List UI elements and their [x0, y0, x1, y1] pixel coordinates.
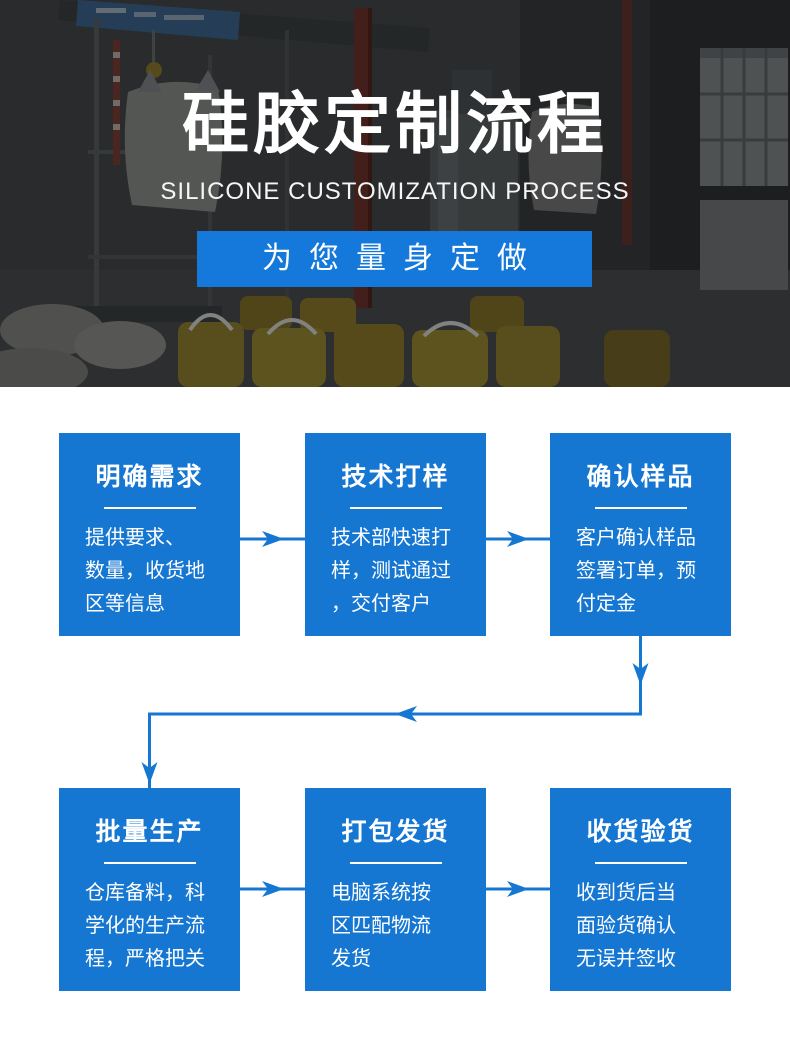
- step-body: 提供要求、 数量，收货地 区等信息: [85, 527, 205, 615]
- step-title: 收货验货: [586, 818, 695, 846]
- arrow-left-icon: [395, 706, 417, 722]
- arrow-right-icon: [507, 531, 529, 547]
- arrow-right-icon: [262, 531, 284, 547]
- step-body: 客户确认样品 签署订单，预 付定金: [576, 527, 696, 615]
- arrow-right-icon: [262, 881, 284, 897]
- tagline-banner: 为您量身定做: [197, 231, 592, 287]
- step-body: 仓库备料，科 学化的生产流 程，严格把关: [85, 882, 205, 970]
- step-body: 电脑系统按 区匹配物流 发货: [331, 882, 431, 970]
- step-title: 批量生产: [95, 818, 204, 846]
- step-divider: [349, 862, 442, 864]
- step-divider: [594, 862, 687, 864]
- flow-step-6: 收货验货 收到货后当 面验货确认 无误并签收: [550, 788, 731, 991]
- page-title: 硅胶定制流程: [182, 87, 608, 162]
- step-title: 技术打样: [341, 463, 450, 491]
- step-divider: [594, 507, 687, 509]
- arrow-down-icon: [632, 663, 649, 685]
- factory-photo: [0, 0, 790, 387]
- arrow-down-icon: [141, 762, 158, 784]
- flow-connectors: [141, 531, 649, 897]
- step-title: 确认样品: [586, 463, 695, 491]
- flow-step-3: 确认样品 客户确认样品 签署订单，预 付定金: [550, 433, 731, 636]
- step-body: 收到货后当 面验货确认 无误并签收: [576, 882, 676, 970]
- flow-step-2: 技术打样 技术部快速打 样，测试通过 ，交付客户: [305, 433, 486, 636]
- step-divider: [349, 507, 442, 509]
- step-body: 技术部快速打 样，测试通过 ，交付客户: [331, 527, 451, 615]
- step-title: 明确需求: [95, 463, 204, 491]
- hero-banner: 硅胶定制流程 SILICONE CUSTOMIZATION PROCESS 为您…: [0, 0, 790, 387]
- flow-step-5: 打包发货 电脑系统按 区匹配物流 发货: [305, 788, 486, 991]
- step-divider: [103, 507, 196, 509]
- step-divider: [103, 862, 196, 864]
- page-subtitle: SILICONE CUSTOMIZATION PROCESS: [160, 178, 630, 205]
- flow-step-4: 批量生产 仓库备料，科 学化的生产流 程，严格把关: [59, 788, 240, 991]
- flow-step-1: 明确需求 提供要求、 数量，收货地 区等信息: [59, 433, 240, 636]
- step-title: 打包发货: [341, 818, 450, 846]
- arrow-right-icon: [507, 881, 529, 897]
- process-flow: 明确需求 提供要求、 数量，收货地 区等信息 技术打样 技术部快速打 样，测试通…: [0, 387, 790, 1061]
